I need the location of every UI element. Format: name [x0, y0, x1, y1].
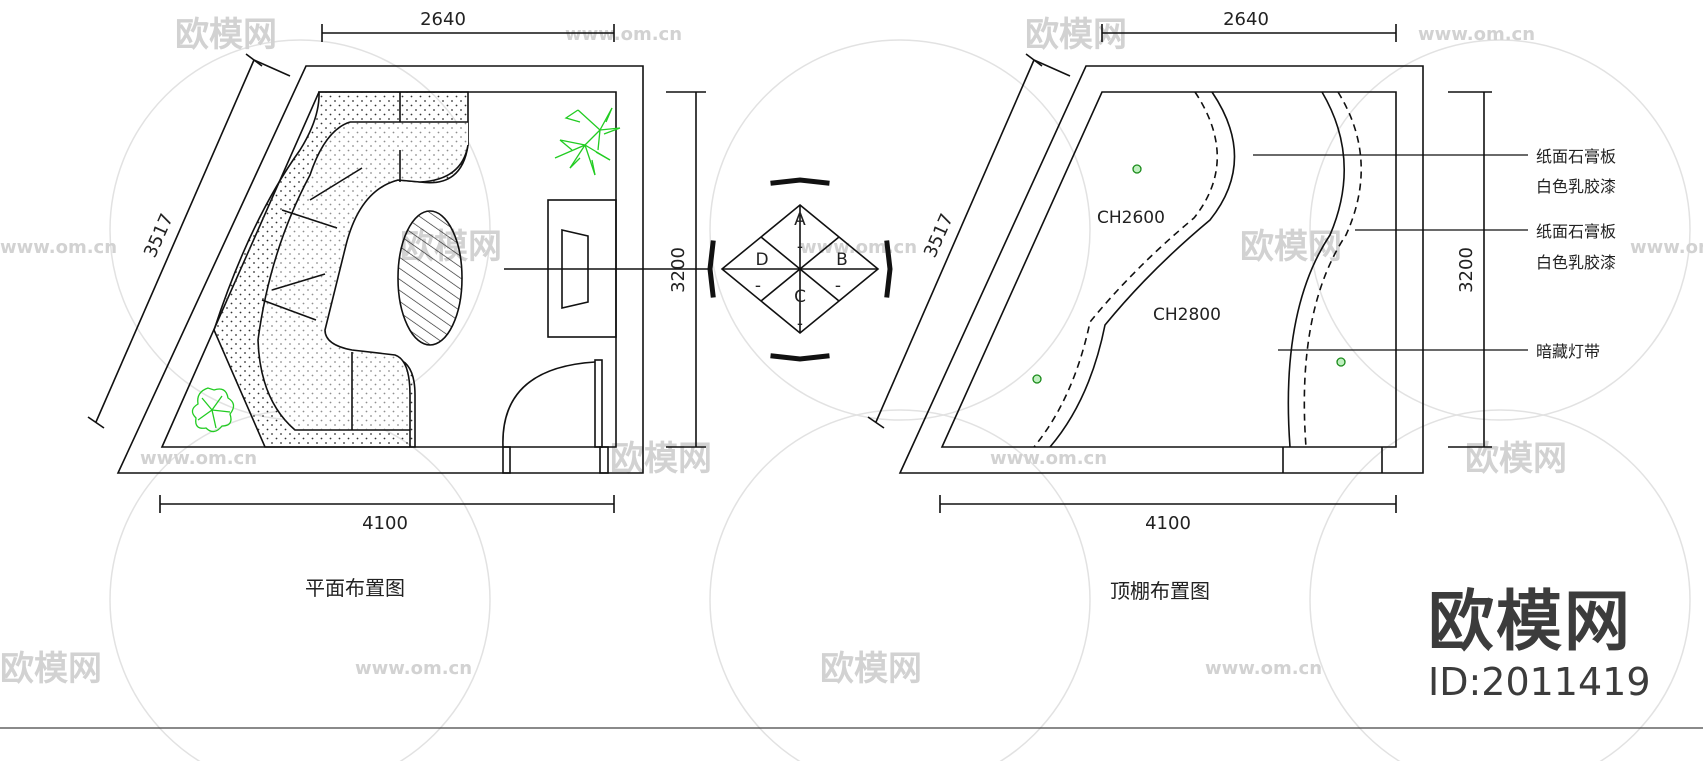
- ceiling-dim-bottom: 4100: [1145, 513, 1191, 534]
- brand-block: 欧模网 ID:2011419: [1428, 583, 1688, 705]
- ceiling-note-1a: 纸面石膏板: [1536, 147, 1616, 166]
- watermark-layer: 欧模网 www.om.cn 欧模网 www.om.cn www.om.cn 欧模…: [0, 15, 1703, 761]
- brand-id: ID:2011419: [1428, 660, 1651, 704]
- watermark-logo: 欧模网: [175, 15, 277, 55]
- watermark-logo: 欧模网: [0, 649, 102, 689]
- elevation-dash: -: [755, 276, 761, 296]
- plan-caption: 平面布置图: [305, 576, 405, 600]
- elevation-label-c: C: [794, 287, 806, 307]
- ceiling-plan: [867, 24, 1492, 513]
- ceiling-note-1b: 白色乳胶漆: [1536, 177, 1616, 196]
- watermark-logo: 欧模网: [1465, 439, 1567, 479]
- elevation-label-b: B: [836, 250, 848, 270]
- watermark-url: www.om.cn: [1205, 658, 1322, 679]
- ceiling-wave-left: [1049, 91, 1236, 448]
- elevation-dash: -: [797, 237, 803, 257]
- elevation-dash: -: [835, 276, 841, 296]
- tv-set: [561, 228, 589, 310]
- ceiling-light-icon: [1032, 164, 1346, 384]
- door-swing: [502, 361, 596, 448]
- elevation-dash: -: [797, 314, 803, 334]
- ceiling-height-1: CH2600: [1097, 208, 1165, 228]
- plan-dim-left: 3517: [140, 211, 178, 261]
- watermark-logo: 欧模网: [1240, 227, 1342, 267]
- ceiling-wave-right: [1287, 91, 1346, 448]
- watermark-url: www.om.cn: [0, 237, 117, 258]
- watermark-logo: 欧模网: [820, 649, 922, 689]
- watermark-url: www.om.cn: [355, 658, 472, 679]
- watermark-url: www.om.cn: [1630, 237, 1703, 258]
- door-leaf: [594, 359, 603, 448]
- ceiling-note-2a: 纸面石膏板: [1536, 222, 1616, 241]
- watermark-url: www.om.cn: [140, 448, 257, 469]
- ceiling-dim-right: 3200: [1456, 247, 1477, 293]
- watermark-url: www.om.cn: [565, 24, 682, 45]
- elevation-label-d: D: [755, 250, 768, 270]
- elevation-index-symbol: [707, 177, 893, 362]
- plan-dim-right: 3200: [668, 247, 689, 293]
- plant-icon: [554, 107, 621, 176]
- floor-plan: [87, 24, 712, 513]
- plan-dim-top: 2640: [420, 9, 466, 30]
- ceiling-height-2: CH2800: [1153, 305, 1221, 325]
- elevation-label-a: A: [794, 210, 806, 230]
- ceiling-outer-wall: [898, 65, 1424, 474]
- watermark-logo: 欧模网: [1025, 15, 1127, 55]
- ceiling-note-3: 暗藏灯带: [1536, 342, 1600, 361]
- oval-coffee-table: [397, 210, 463, 346]
- plan-dim-bottom: 4100: [362, 513, 408, 534]
- ceiling-caption: 顶棚布置图: [1110, 579, 1210, 603]
- ceiling-note-2b: 白色乳胶漆: [1536, 253, 1616, 272]
- plan-outer-wall: [116, 65, 644, 474]
- ceiling-dim-left: 3517: [920, 211, 958, 261]
- brand-name: 欧模网: [1428, 583, 1632, 660]
- watermark-url: www.om.cn: [1418, 24, 1535, 45]
- watermark-url: www.om.cn: [990, 448, 1107, 469]
- ceiling-inner-wall: [940, 91, 1397, 448]
- ceiling-dim-top: 2640: [1223, 9, 1269, 30]
- plant-icon: [191, 387, 235, 433]
